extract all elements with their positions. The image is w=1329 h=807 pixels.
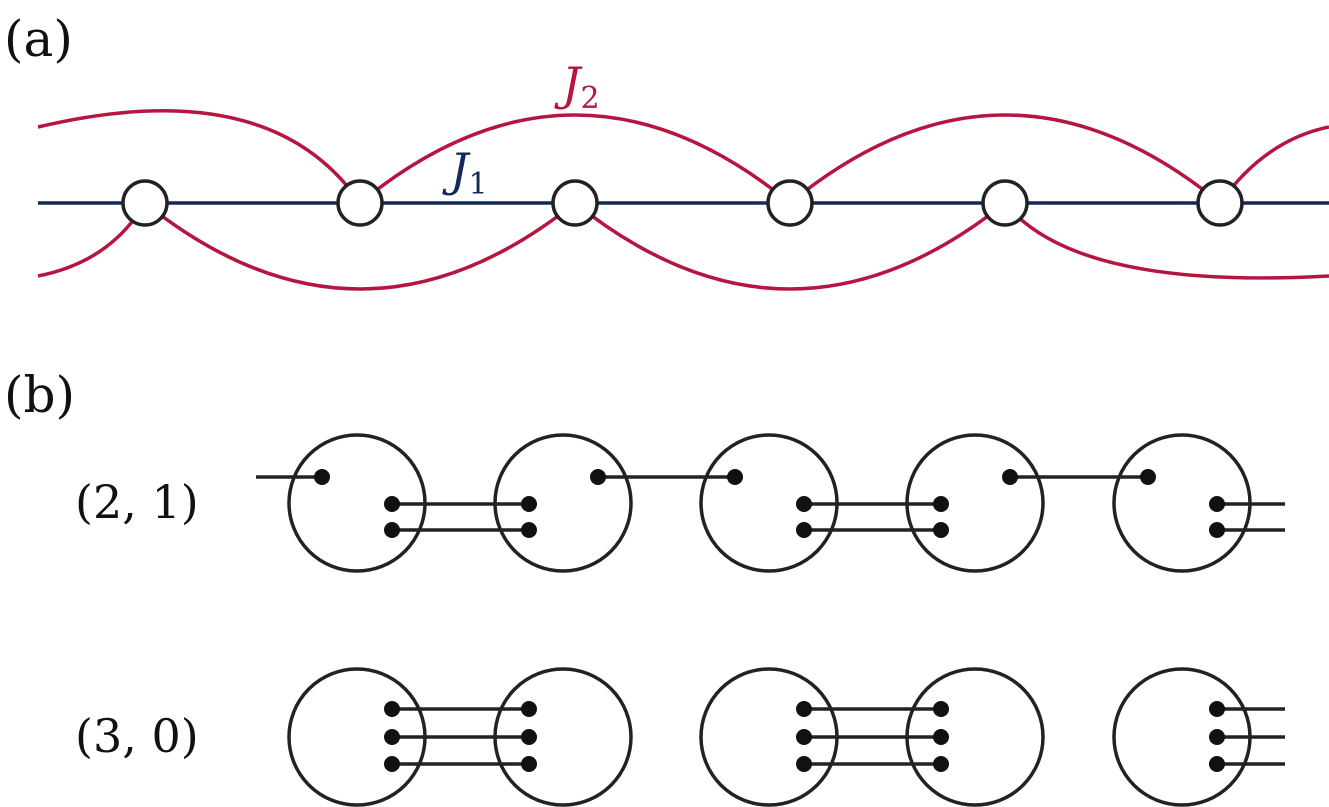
spin-dot: [933, 496, 949, 512]
panel-b-label: (b): [4, 366, 75, 424]
singlet-bonds: [392, 707, 1285, 766]
spin-dots: [314, 469, 1225, 538]
spin-site: [493, 433, 633, 573]
spin-dot: [521, 756, 537, 772]
j2-bond: [37, 108, 362, 204]
sites: [287, 433, 1252, 573]
j2-bond: [1003, 201, 1329, 280]
spin-dot: [796, 496, 812, 512]
j2-bond: [788, 113, 1222, 205]
spin-dot: [796, 729, 812, 745]
spin-site: [287, 667, 427, 807]
spin-dot: [1140, 469, 1156, 485]
spin-dot: [521, 496, 537, 512]
spin-dot: [384, 701, 400, 717]
spin-dot: [314, 469, 330, 485]
spin-site: [905, 433, 1045, 573]
sites: [121, 179, 1244, 227]
panel-a: (a) J2 J1: [4, 10, 1329, 291]
panel-b: (b) (2, 1): [4, 366, 1285, 807]
j2-bond: [573, 201, 1007, 291]
spin-dot: [1209, 701, 1225, 717]
spin-dot: [933, 701, 949, 717]
spin-dot: [384, 496, 400, 512]
row-label-2-1: (2, 1): [75, 475, 199, 529]
row-3-0: (3, 0): [75, 667, 1285, 807]
row-2-1: (2, 1): [75, 433, 1285, 573]
spin-site: [1112, 433, 1252, 573]
spin-dot: [1209, 729, 1225, 745]
j2-bond: [358, 113, 792, 205]
spin-dot: [1209, 522, 1225, 538]
spin-dot: [796, 522, 812, 538]
spin-dot: [933, 756, 949, 772]
spin-dot: [727, 469, 743, 485]
spin-site: [699, 433, 839, 573]
spin-dot: [521, 729, 537, 745]
lattice-site: [551, 179, 599, 227]
lattice-site: [981, 179, 1029, 227]
spin-dot: [1209, 756, 1225, 772]
spin-dot: [933, 522, 949, 538]
spin-site: [699, 667, 839, 807]
spin-dot: [796, 701, 812, 717]
spin-dot: [384, 522, 400, 538]
spin-dot: [796, 756, 812, 772]
j2-label: J2: [554, 57, 600, 116]
spin-dot: [384, 756, 400, 772]
spin-site: [905, 667, 1045, 807]
spin-dot: [1002, 469, 1018, 485]
spin-dot: [590, 469, 606, 485]
lattice-site: [766, 179, 814, 227]
spin-site: [287, 433, 427, 573]
j2-bonds: [37, 108, 1329, 291]
spin-dots: [384, 701, 1225, 772]
row-label-3-0: (3, 0): [75, 709, 199, 763]
j2-bond: [143, 201, 577, 291]
spin-dot: [933, 729, 949, 745]
spin-site: [493, 667, 633, 807]
spin-site: [1112, 667, 1252, 807]
spin-dot: [521, 522, 537, 538]
lattice-site: [1196, 179, 1244, 227]
singlet-bonds: [256, 475, 1285, 532]
lattice-site: [121, 179, 169, 227]
spin-dot: [1209, 496, 1225, 512]
spin-dot: [521, 701, 537, 717]
sites: [287, 667, 1252, 807]
j1-label: J1: [442, 143, 488, 202]
panel-a-label: (a): [4, 10, 73, 68]
lattice-site: [336, 179, 384, 227]
spin-dot: [384, 729, 400, 745]
